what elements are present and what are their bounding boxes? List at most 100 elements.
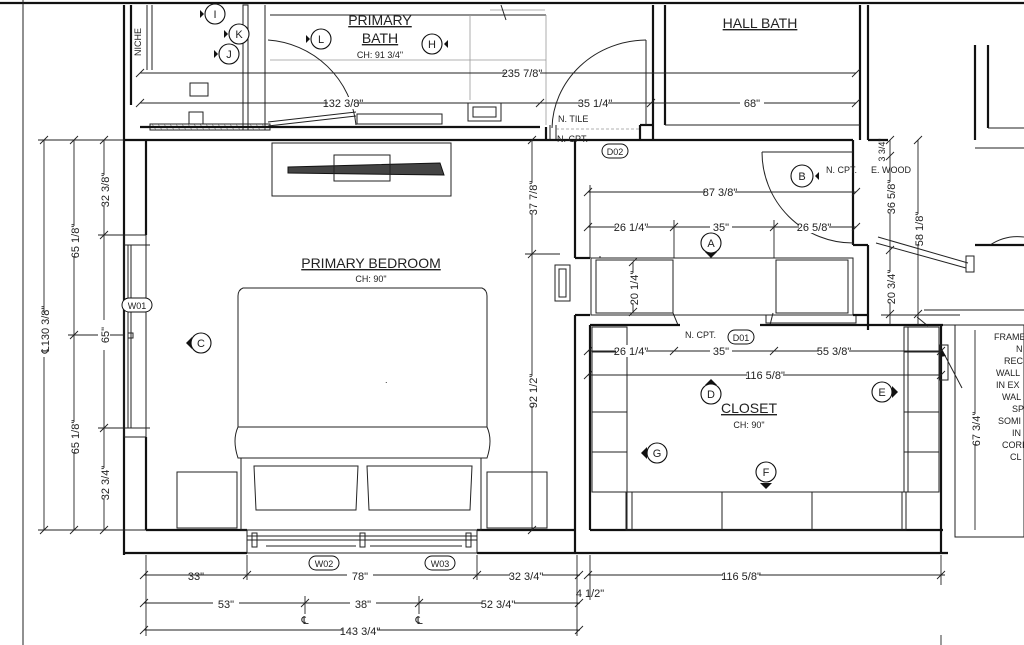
framing-note-line: IN (1012, 428, 1021, 438)
elevation-markers: I K J L H B A (186, 3, 898, 489)
svg-text:L: L (318, 34, 324, 46)
svg-text:F: F (763, 467, 770, 479)
dim-bottom-2b: 38" (355, 599, 371, 611)
dim-right-vert-1: 36 5/8" (886, 180, 898, 215)
dim-cab-mid: 35" (713, 222, 729, 234)
framing-note-line: WALL (996, 368, 1020, 378)
primary-bedroom-area: . PRIMARY BEDROOM CH: 90" (122, 127, 590, 555)
elevation-marker-k: K (224, 23, 250, 45)
elevation-marker-d: D (700, 379, 722, 405)
dim-bottom-total: 143 3/4" (340, 626, 381, 638)
dim-bottom-1b: 78" (352, 571, 368, 583)
svg-text:A: A (707, 238, 715, 250)
note-n-cpt-right: N. CPT. (826, 165, 857, 175)
elevation-marker-b: B (790, 164, 819, 188)
framing-note-line: FRAME (994, 332, 1024, 342)
dim-hall-wide: 87 3/8" (703, 187, 738, 199)
dim-right-vert-3: 20 3/4" (886, 270, 898, 305)
dim-left-lower: 65 1/8" (70, 420, 82, 455)
note-n-cpt-closet: N. CPT. (685, 330, 716, 340)
elevation-marker-h: H (421, 33, 448, 55)
closet-ceiling-height: CH: 90" (733, 420, 764, 430)
dim-closet-right: 55 3/8" (817, 346, 852, 358)
framing-note-line: WAL (1002, 392, 1021, 402)
tag-w01: W01 (128, 301, 147, 311)
primary-bath-ceiling-height: CH: 91 3/4" (357, 50, 403, 60)
dim-bottom-2c: 52 3/4" (481, 599, 516, 611)
centerline-mark: ℄ (414, 615, 422, 627)
dim-left-bottom-seg: 32 3/4" (100, 466, 112, 501)
svg-text:K: K (235, 29, 243, 41)
svg-text:D: D (707, 389, 715, 401)
dim-bath-top: 235 7/8" (502, 68, 543, 80)
dim-hall-vert: 20 1/4" (629, 271, 641, 306)
framing-note-line: IN EX (996, 380, 1020, 390)
elevation-marker-e: E (871, 381, 898, 403)
framing-note-line: SP (1012, 404, 1024, 414)
primary-bath-title-line1: PRIMARY (348, 12, 412, 28)
hall-bath-title: HALL BATH (723, 15, 798, 31)
dim-bed-vert-mid: 92 1/2" (528, 374, 540, 409)
dim-bottom-1a: 33" (188, 571, 204, 583)
dim-bottom-1c: 32 3/4" (509, 571, 544, 583)
elevation-marker-f: F (755, 461, 777, 489)
primary-bath-area: NICHE PRIMARY BATH CH: 91 3/4" (122, 4, 547, 140)
framing-note-line: N (1016, 344, 1023, 354)
svg-text:H: H (428, 39, 436, 51)
svg-text:J: J (226, 49, 232, 61)
framing-note: FRAME N REC WALL IN EX WAL SP SOMI IN CO… (994, 332, 1024, 462)
dim-closet-vert: 67 3/4" (971, 412, 983, 447)
dimension-lines: 235 7/8" 132 3/8" 35 1/4" 68" 87 3/8" 26… (38, 66, 983, 645)
dim-left-total: 130 3/8" (40, 306, 52, 347)
dim-left-top-seg: 32 3/8" (100, 173, 112, 208)
dim-bottom-right: 116 5/8" (721, 571, 761, 583)
dim-bed-vert-top: 37 7/8" (528, 181, 540, 216)
tag-w03: W03 (431, 559, 450, 569)
primary-bedroom-title: PRIMARY BEDROOM (301, 255, 441, 271)
framing-note-line: CORI (1002, 440, 1024, 450)
framing-note-line: REC (1004, 356, 1024, 366)
hall-area: N. CPT. N. CPT. E. WOOD (546, 134, 1024, 330)
dim-right-vert-4: 3 3/4" (877, 138, 887, 161)
svg-text:E: E (878, 387, 885, 399)
elevation-marker-a: A (700, 232, 722, 258)
framing-note-line: CL (1010, 452, 1022, 462)
niche-label: NICHE (133, 28, 143, 56)
svg-text:B: B (798, 171, 805, 183)
dim-closet-left: 26 1/4" (614, 346, 649, 358)
dim-bath-mid: 35 1/4" (578, 98, 613, 110)
dim-right-vert-2: 58 1/8" (914, 212, 926, 247)
dim-cab-left: 26 1/4" (614, 222, 649, 234)
dim-bath-right: 68" (744, 98, 760, 110)
elevation-marker-c: C (186, 332, 212, 354)
svg-text:G: G (653, 448, 662, 460)
tag-d02: D02 (607, 147, 624, 157)
dim-closet-mid: 35" (713, 346, 729, 358)
centerline-mark-left: ℄ (40, 346, 52, 354)
dim-bath-left: 132 3/8" (323, 98, 364, 110)
elevation-marker-l: L (306, 28, 332, 50)
closet-area: CLOSET CH: 90" N. CPT. (575, 323, 948, 555)
note-e-wood: E. WOOD (871, 165, 911, 175)
primary-bedroom-ceiling-height: CH: 90" (355, 274, 386, 284)
center-dot: . (385, 375, 388, 385)
closet-title: CLOSET (721, 400, 777, 416)
dim-left-upper: 65 1/8" (70, 224, 82, 259)
tag-d01: D01 (733, 333, 750, 343)
dim-closet-width: 116 5/8" (745, 370, 785, 382)
dim-cab-right: 26 5/8" (797, 222, 832, 234)
elevation-marker-j: J (214, 43, 240, 65)
svg-text:I: I (213, 9, 216, 21)
tag-w02: W02 (315, 559, 334, 569)
primary-bath-title-line2: BATH (362, 30, 398, 46)
right-room-area: FRAME N REC WALL IN EX WAL SP SOMI IN CO… (939, 45, 1024, 538)
opening-tags: D02 D01 W01 W02 W03 (121, 143, 755, 571)
centerline-mark: ℄ (300, 615, 308, 627)
dim-left-mid: 65" (100, 327, 112, 343)
hall-bath-area: HALL BATH N. TILE (549, 5, 870, 140)
note-n-tile: N. TILE (558, 114, 588, 124)
framing-note-line: SOMI (998, 416, 1021, 426)
elevation-marker-i: I (200, 3, 226, 25)
elevation-marker-g: G (641, 442, 668, 464)
